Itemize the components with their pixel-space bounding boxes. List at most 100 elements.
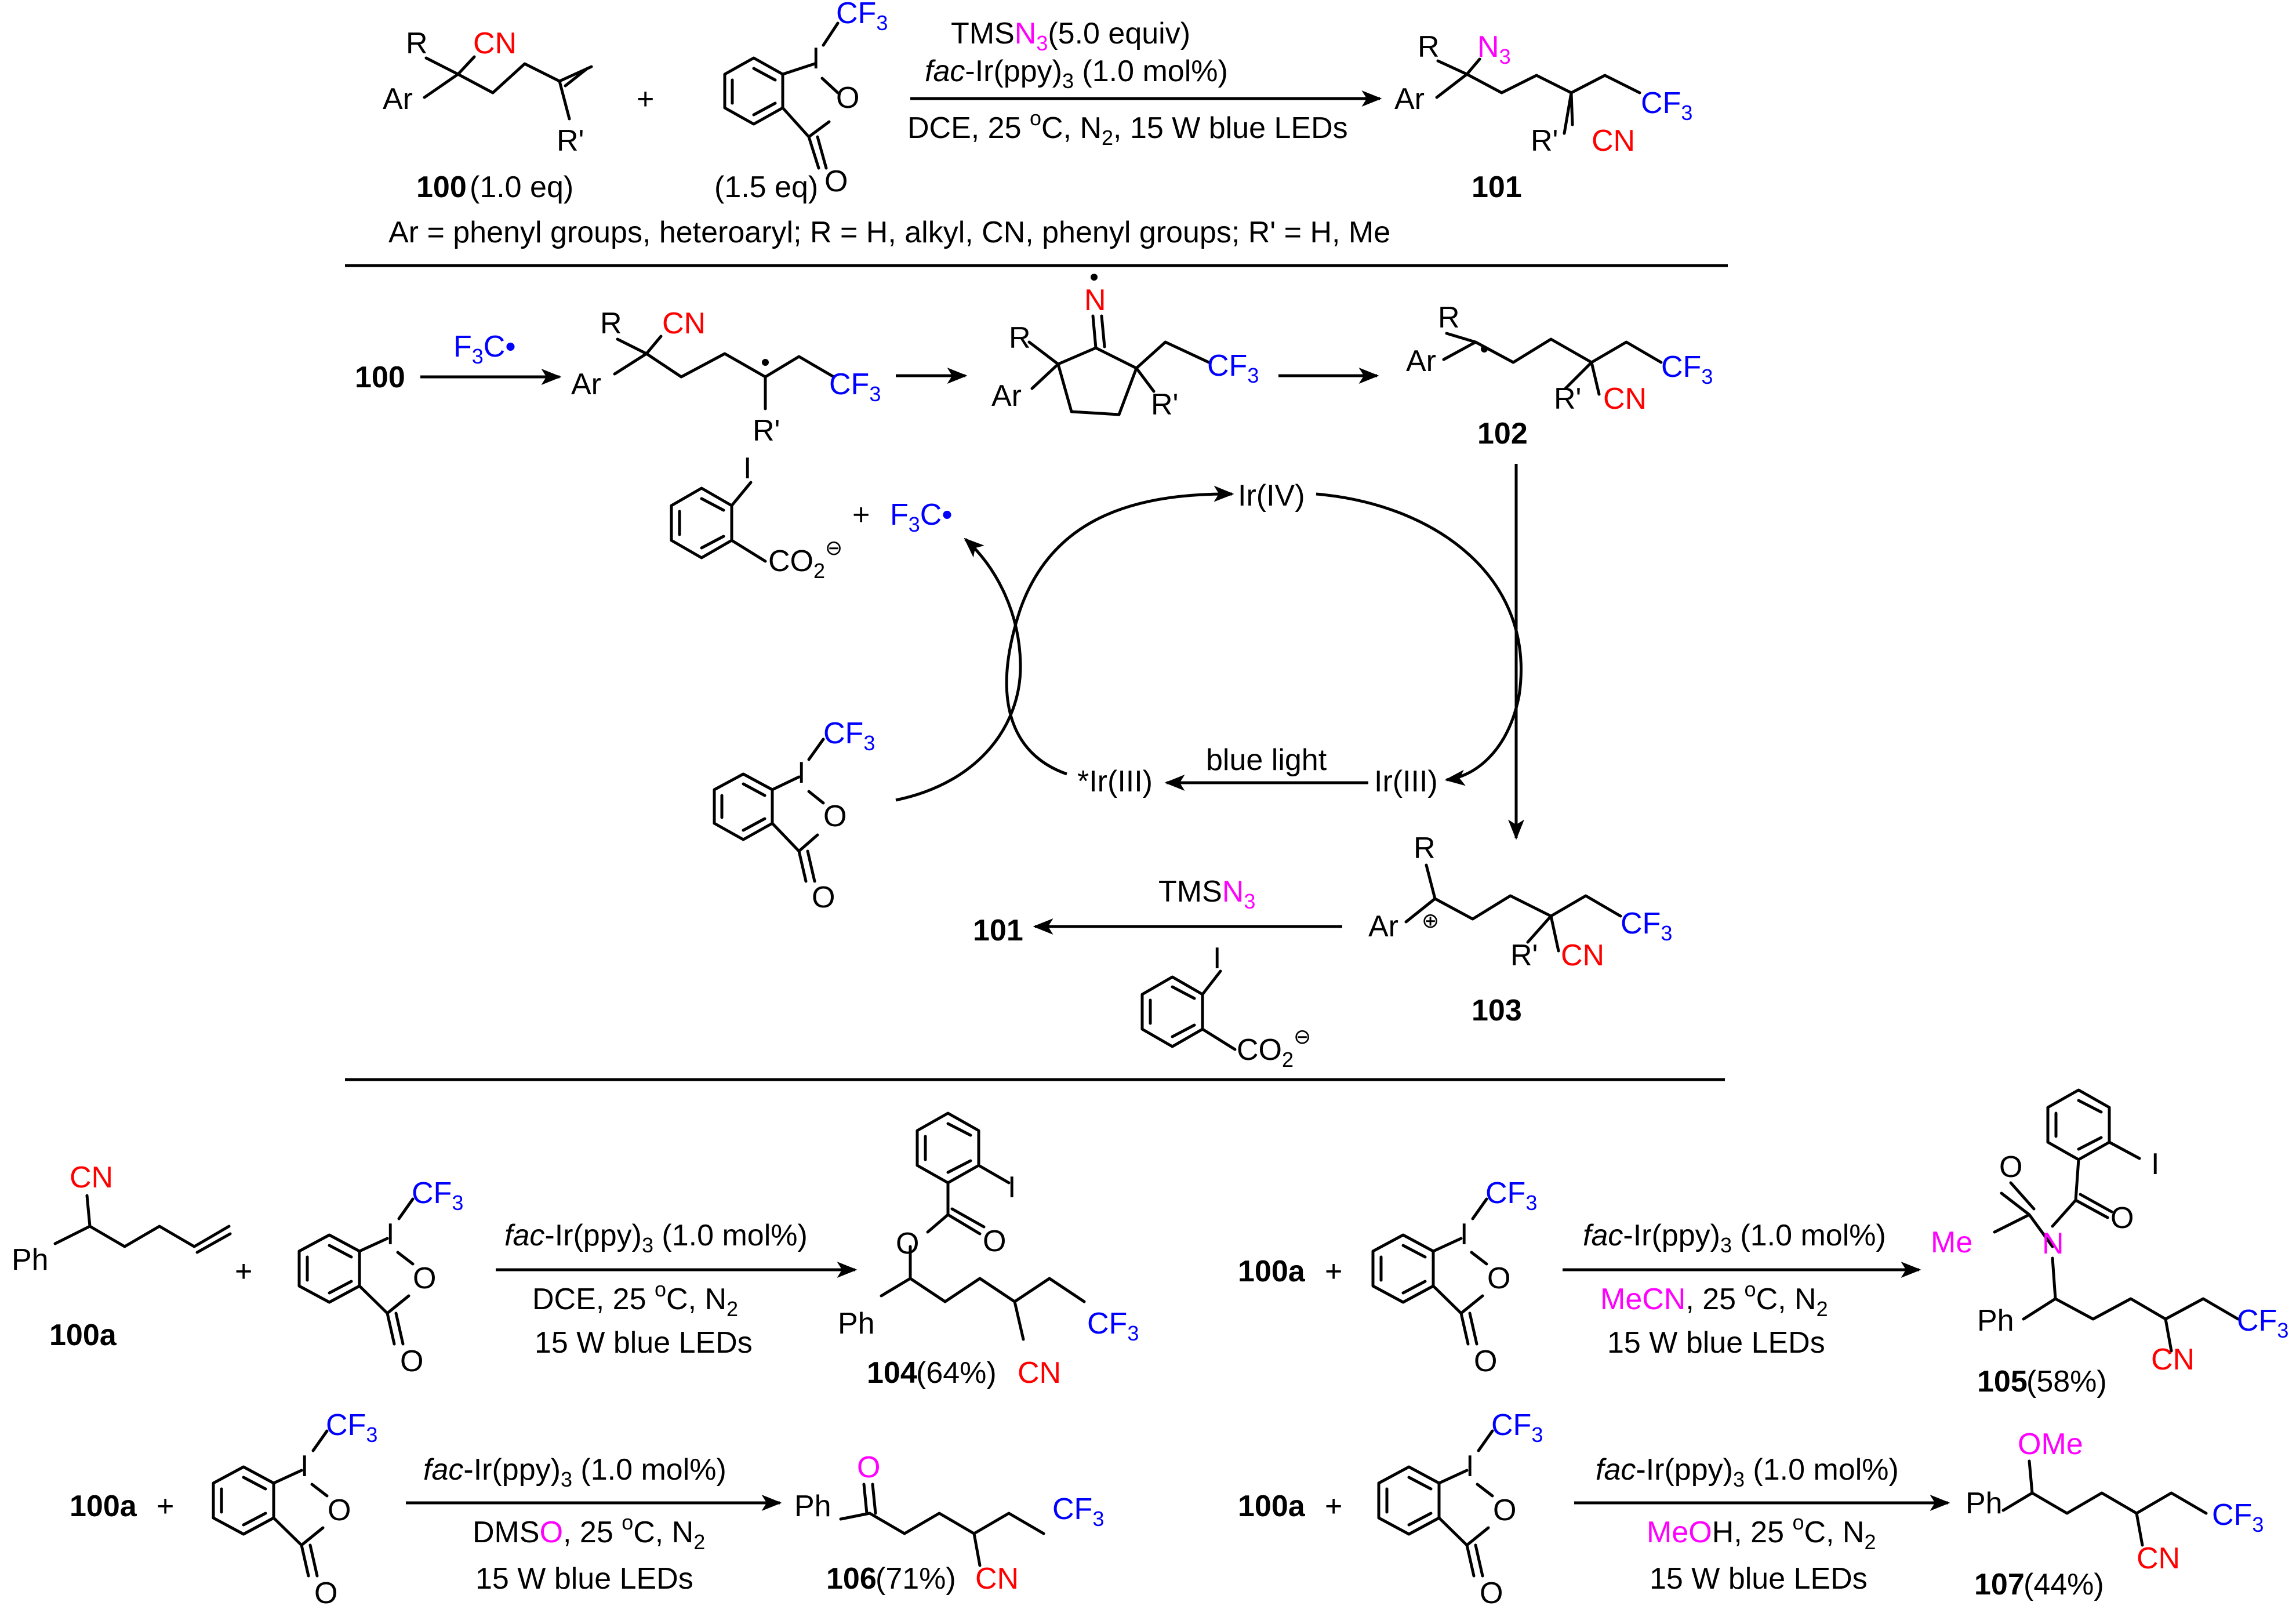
iodane-ring [272, 1469, 329, 1578]
carbonyl-o-label: O [400, 1345, 423, 1378]
yield-106: (71%) [875, 1562, 956, 1596]
cf3-bond [397, 1197, 415, 1220]
amide-and-chain [1993, 1158, 2240, 1353]
carbonyl-o-label: O [1474, 1345, 1497, 1378]
cf3-bond [1471, 1197, 1488, 1220]
plus-sign: + [1325, 1490, 1342, 1523]
iodine-label: I [1213, 942, 1221, 975]
blue-light-label: blue light [1206, 743, 1327, 777]
ar-label: Ar [1368, 910, 1398, 943]
compound-101-mech: 101 [973, 914, 1023, 947]
cn-label: CN [662, 307, 706, 340]
catalyst-text: fac-Ir(ppy)3 (1.0 mol%) [504, 1219, 808, 1257]
cf3-label: CF3 [1052, 1492, 1104, 1531]
r-prime-label: R' [1151, 388, 1178, 422]
methoxy-label: OMe [2018, 1427, 2083, 1461]
yield-104: (64%) [916, 1356, 997, 1390]
benzoate-ring [1140, 969, 1237, 1051]
r-prime-label: R' [753, 414, 780, 448]
equiv-togni: (1.5 eq) [714, 170, 818, 204]
equiv-100: (1.0 eq) [470, 170, 573, 204]
methyl-label: Me [1931, 1226, 1972, 1259]
substrate-100a: CN Ph 100a [12, 1161, 232, 1352]
oxygen-label: O [823, 800, 847, 833]
cf3-bond [822, 21, 840, 47]
compound-100a-106: 100a [70, 1490, 137, 1523]
cf3-label: CF3 [836, 0, 888, 35]
cf3-label: CF3 [1491, 1408, 1543, 1447]
conditions-104: fac-Ir(ppy)3 (1.0 mol%) DCE, 25 oC, N2 1… [496, 1219, 858, 1360]
cation-103: R Ar ⊕ CF3 R' CN 103 [1368, 831, 1672, 1027]
carbocation-symbol: ⊕ [1422, 909, 1439, 932]
ester-o-label: O [896, 1227, 919, 1260]
arc-excited-to-ir-iv [1005, 485, 1234, 776]
conditions-105: fac-Ir(ppy)3 (1.0 mol%) MeCN, 25 oC, N2 … [1563, 1219, 1921, 1360]
cf3-label: CF3 [829, 368, 881, 406]
compound-101-label: 101 [1472, 170, 1522, 204]
r-prime-label: R' [557, 124, 584, 158]
cf3-label: CF3 [1641, 86, 1692, 125]
cn-label: CN [2151, 1343, 2195, 1376]
benzene-ring [212, 1465, 275, 1536]
imine-n-label: N [1084, 284, 1106, 317]
yield-107: (44%) [2023, 1568, 2104, 1601]
aryl-ring [2046, 1088, 2141, 1161]
light-text: 15 W blue LEDs [1650, 1562, 1868, 1596]
compound-102-label: 102 [1477, 417, 1528, 451]
ph-label: Ph [1966, 1487, 2003, 1520]
product-104: I O O Ph CF3 104 (64%) CN [838, 1111, 1139, 1390]
compound-100a-107: 100a [1238, 1490, 1306, 1523]
cf3-bond [1477, 1429, 1494, 1452]
ar-label: Ar [1406, 344, 1436, 378]
benzoyl-o-label: O [2110, 1201, 2134, 1235]
excited-ir-iii-label: *Ir(III) [1077, 765, 1153, 798]
reagent-tmsn3: TMSN3(5.0 equiv) [951, 17, 1190, 55]
compound-100-label: 100 [416, 170, 467, 204]
acetyl-o-label: O [1999, 1150, 2022, 1184]
oxygen-label: O [1487, 1262, 1510, 1295]
catalyst-text: fac-Ir(ppy)3 (1.0 mol%) [1596, 1453, 1899, 1491]
iodine-label: I [812, 42, 820, 75]
cf3-radical-released: F3C• [890, 498, 953, 536]
cn-label: CN [70, 1161, 113, 1194]
radical-intermediate: R CN Ar CF3 R' [571, 307, 881, 448]
cn-label: CN [1603, 382, 1647, 416]
r-prime-label: R' [1554, 382, 1581, 416]
iodobenzoate-byproduct-2: I CO2⊖ [1140, 942, 1311, 1071]
light-text: 15 W blue LEDs [475, 1562, 693, 1596]
togni-reagent-r2: I CF3 O O [1371, 1176, 1537, 1378]
cf3-label: CF3 [1485, 1176, 1537, 1215]
cf3-bond [807, 738, 825, 761]
cn-label: CN [473, 27, 517, 60]
iodane-ring [781, 62, 840, 170]
cn-label: CN [1561, 939, 1604, 972]
iodine-label: I [1466, 1449, 1474, 1483]
ar-label: Ar [991, 379, 1022, 413]
ar-label: Ar [383, 82, 413, 116]
carbonyl-o-label: O [983, 1225, 1006, 1258]
ether-chain [2001, 1459, 2208, 1547]
iodane-ring [1437, 1469, 1494, 1578]
intermediate-bonds [613, 335, 835, 410]
solvent-text: MeOH, 25 oC, N2 [1647, 1510, 1876, 1554]
r-prime-label: R' [1510, 939, 1538, 972]
conditions-107: fac-Ir(ppy)3 (1.0 mol%) MeOH, 25 oC, N2 … [1574, 1453, 1950, 1596]
solvent-text: MeCN, 25 oC, N2 [1600, 1277, 1828, 1321]
amide-n-label: N [2042, 1227, 2064, 1260]
top-conditions-text: DCE, 25 oC, N2, 15 W blue LEDs [907, 106, 1348, 150]
carbonyl-o-label: O [1480, 1576, 1503, 1610]
product-101: R N3 Ar CF3 R' CN 101 [1394, 30, 1692, 204]
carbonyl-o-label: O [812, 881, 835, 914]
solvent-text: DCE, 25 oC, N2 [532, 1277, 738, 1321]
solvent-text: DMSO, 25 oC, N2 [473, 1510, 705, 1554]
substrate-bonds [53, 1194, 232, 1254]
radical-102: R Ar CF3 R' CN 102 [1406, 301, 1713, 451]
light-text: 15 W blue LEDs [1607, 1326, 1825, 1360]
cn-label: CN [1018, 1356, 1061, 1390]
compound-104-label: 104 [867, 1356, 917, 1390]
oxygen-label: O [328, 1494, 351, 1527]
product-105: I O O N Me Ph CF3 CN 105 (58%) [1931, 1088, 2288, 1398]
benzene-ring [723, 56, 784, 126]
cf3-bond [311, 1429, 329, 1452]
